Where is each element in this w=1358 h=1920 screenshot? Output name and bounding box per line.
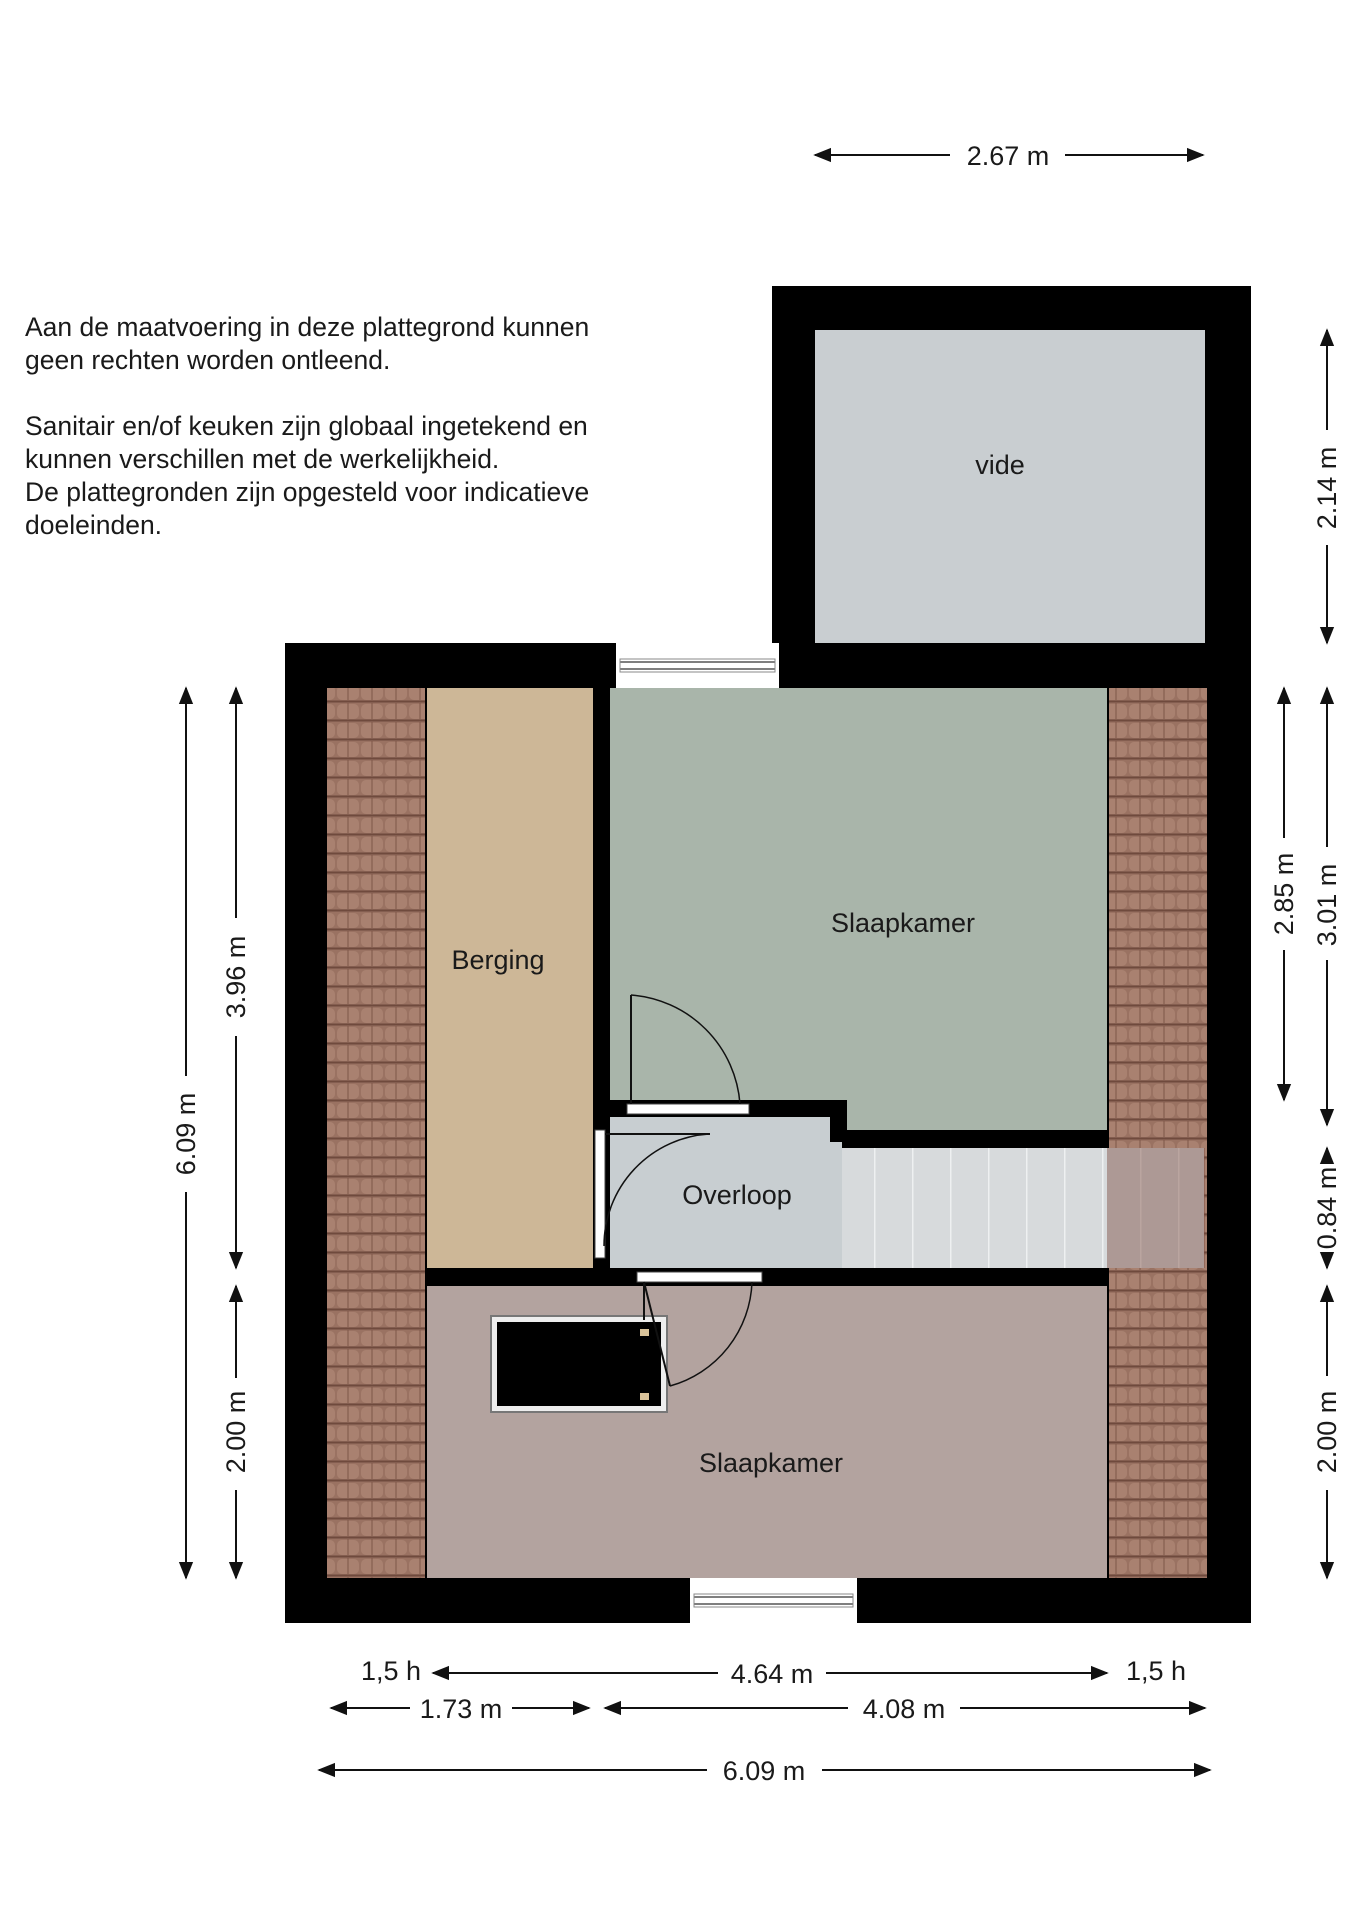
- room-overloop: [610, 1117, 842, 1268]
- window-bottom: [690, 1578, 857, 1623]
- dim-label-right-2-85: 2.85 m: [1269, 853, 1299, 936]
- door-slaapkamer-top: [626, 994, 750, 1115]
- disclaimer-line: Sanitair en/of keuken zijn globaal inget…: [25, 411, 588, 441]
- room-vide: [815, 330, 1205, 643]
- label-overloop: Overloop: [682, 1180, 792, 1210]
- roof-tiles-right: [1109, 688, 1207, 1578]
- roof-tiles-left: [327, 688, 425, 1578]
- disclaimer-line: doeleinden.: [25, 510, 163, 540]
- dim-label-left-total: 6.09 m: [171, 1093, 201, 1176]
- dim-label-bottom-4-08: 4.08 m: [863, 1694, 946, 1724]
- dim-label-right-2-00: 2.00 m: [1312, 1391, 1342, 1474]
- label-slaapkamer-top: Slaapkamer: [831, 908, 975, 938]
- stairs-shade: [1107, 1148, 1205, 1268]
- dim-label-bottom-1-73: 1.73 m: [420, 1694, 503, 1724]
- label-vide: vide: [975, 450, 1025, 480]
- door-berging: [594, 1129, 710, 1259]
- door-slaapkamer-bottom: [636, 1271, 763, 1387]
- dim-label-bottom-total: 6.09 m: [723, 1756, 806, 1786]
- dim-label-left-3-96: 3.96 m: [221, 936, 251, 1019]
- label-slaapkamer-bottom: Slaapkamer: [699, 1448, 843, 1478]
- dim-label-vide-height: 2.14 m: [1312, 447, 1342, 530]
- disclaimer-line: geen rechten worden ontleend.: [25, 345, 391, 375]
- label-berging: Berging: [451, 945, 544, 975]
- dim-label-right-3-01: 3.01 m: [1312, 864, 1342, 947]
- dim-label-right-0-84: 0.84 m: [1312, 1167, 1342, 1250]
- dim-label-bottom-1-5-h-right: 1,5 h: [1126, 1656, 1186, 1686]
- dim-label-left-2-00: 2.00 m: [221, 1391, 251, 1474]
- room-berging: [427, 688, 593, 1268]
- attic-hatch: [490, 1315, 668, 1413]
- stairs: [842, 1148, 1204, 1268]
- disclaimer-line: Aan de maatvoering in deze plattegrond k…: [25, 312, 590, 342]
- disclaimer: Aan de maatvoering in deze plattegrond k…: [25, 311, 715, 542]
- dim-label-bottom-4-64: 4.64 m: [731, 1659, 814, 1689]
- dim-label-top-width: 2.67 m: [967, 141, 1050, 171]
- dim-label-bottom-1-5-h-left: 1,5 h: [361, 1656, 421, 1686]
- room-slaapkamer-top: [610, 688, 1107, 1130]
- window-top: [616, 643, 779, 688]
- disclaimer-line: kunnen verschillen met de werkelijkheid.: [25, 444, 500, 474]
- disclaimer-line: De plattegronden zijn opgesteld voor ind…: [25, 477, 590, 507]
